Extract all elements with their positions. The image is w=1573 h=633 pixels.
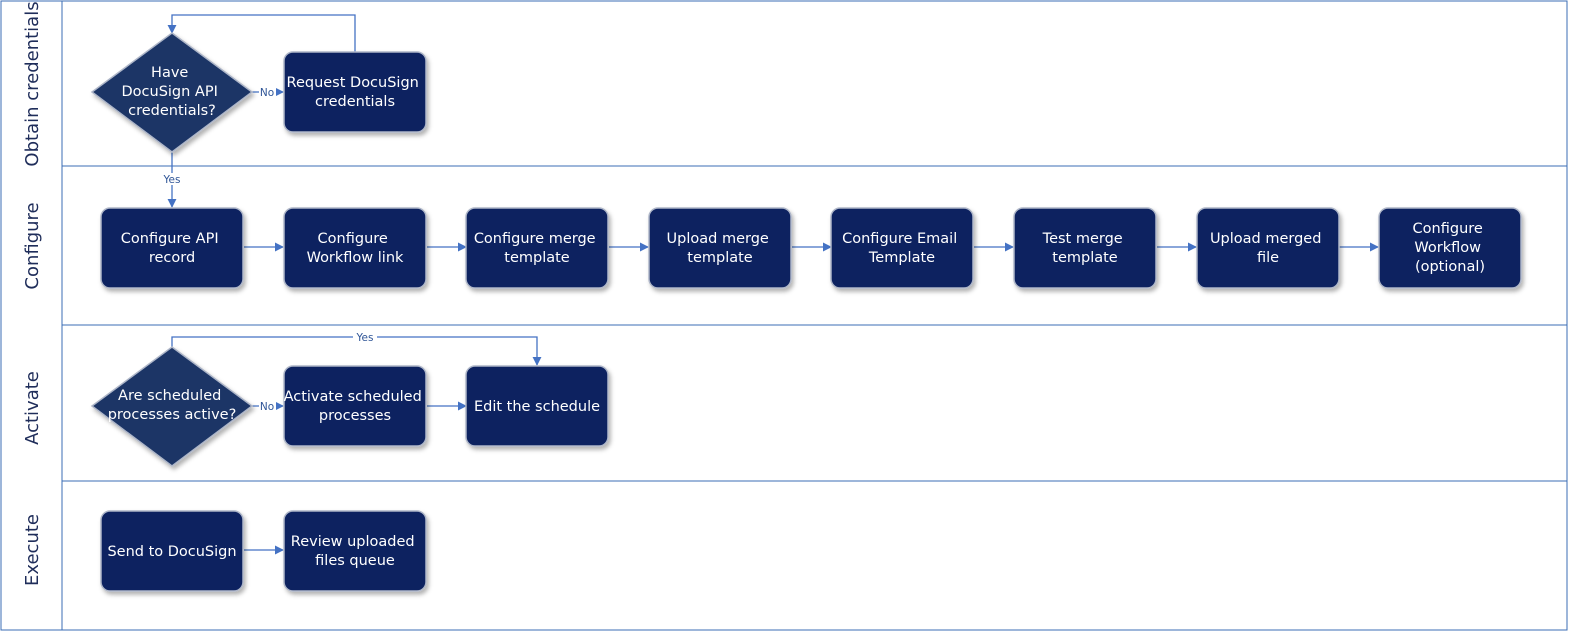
node-review-uploaded bbox=[283, 510, 427, 592]
node-review-uploaded-label: Review uploaded files queue bbox=[291, 534, 419, 569]
node-configure-merge-template bbox=[465, 207, 609, 289]
node-configure-email-template bbox=[830, 207, 974, 289]
decision-have-credentials-label: Have DocuSign API credentials? bbox=[122, 65, 223, 119]
edge-label-credentials-no: No bbox=[260, 87, 274, 99]
decision-scheduled-active-label: Are scheduled processes active? bbox=[108, 388, 237, 423]
node-upload-merged-file bbox=[1196, 207, 1340, 289]
node-send-to-docusign-label: Send to DocuSign bbox=[107, 544, 236, 560]
node-configure-workflow-link bbox=[283, 207, 427, 289]
node-configure-workflow-optional bbox=[1378, 207, 1522, 289]
lane-label-execute: Execute bbox=[22, 514, 43, 586]
decision-scheduled-active bbox=[90, 346, 254, 467]
node-test-merge-template-label: Test merge template bbox=[1042, 231, 1128, 266]
node-edit-schedule bbox=[465, 365, 609, 447]
lane-label-configure: Configure bbox=[22, 202, 43, 289]
node-configure-merge-template-label: Configure merge template bbox=[474, 231, 600, 266]
node-upload-merged-file-label: Upload merged file bbox=[1210, 231, 1326, 266]
node-configure-api-record bbox=[100, 207, 244, 289]
decision-have-credentials bbox=[90, 32, 254, 153]
connector-request-loop bbox=[167, 14, 356, 52]
node-configure-workflow-link-label: Configure Workflow link bbox=[307, 231, 404, 266]
connectors bbox=[167, 14, 1379, 555]
node-activate-scheduled-label: Activate scheduled processes bbox=[284, 389, 427, 424]
lane-label-activate: Activate bbox=[22, 371, 43, 445]
node-configure-workflow-optional-label: Configure Workflow (optional) bbox=[1413, 221, 1488, 275]
node-configure-api-record-label: Configure API record bbox=[121, 231, 223, 266]
node-upload-merge-template-label: Upload merge template bbox=[667, 231, 774, 266]
node-activate-scheduled bbox=[283, 365, 427, 447]
edge-label-scheduled-no: No bbox=[260, 401, 274, 413]
node-request-credentials-label: Request DocuSign credentials bbox=[287, 75, 424, 110]
node-upload-merge-template bbox=[648, 207, 792, 289]
node-request-credentials bbox=[283, 51, 427, 133]
node-configure-email-template-label: Configure Email Template bbox=[842, 231, 962, 266]
edge-label-scheduled-yes: Yes bbox=[356, 332, 374, 344]
node-edit-schedule-label: Edit the schedule bbox=[474, 399, 600, 415]
node-send-to-docusign bbox=[100, 510, 244, 592]
node-test-merge-template bbox=[1013, 207, 1157, 289]
edge-label-credentials-yes: Yes bbox=[163, 174, 181, 186]
edge-labels: No Yes No Yes bbox=[160, 86, 377, 413]
lane-label-obtain-credentials: Obtain credentials bbox=[22, 1, 43, 166]
